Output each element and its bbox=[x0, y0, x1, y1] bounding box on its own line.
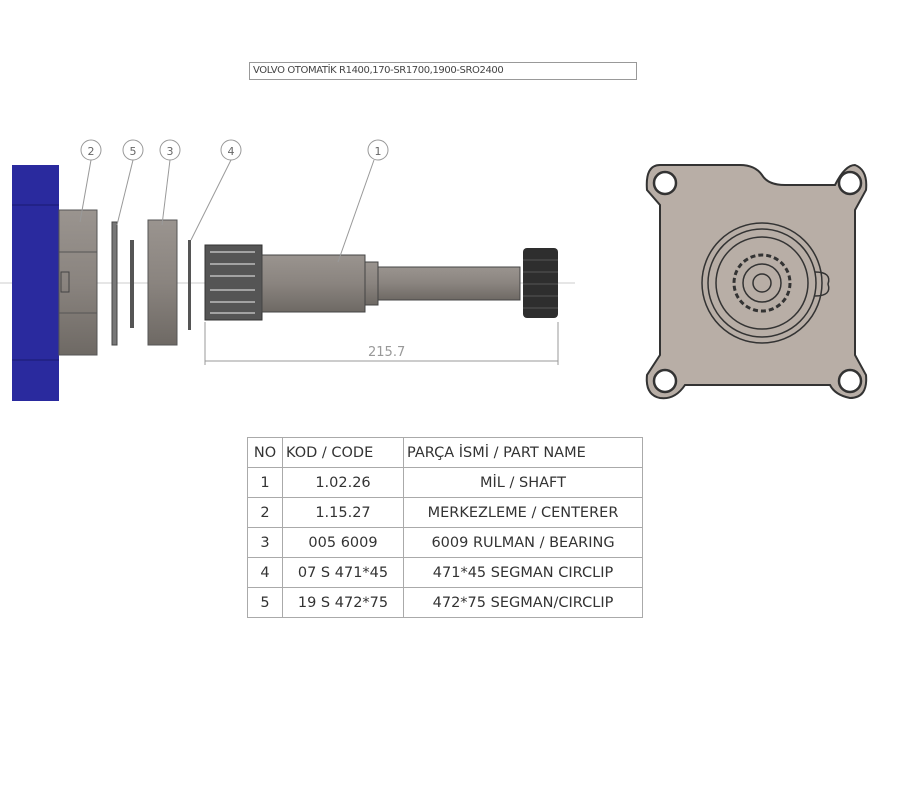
balloon-5: 5 bbox=[122, 139, 144, 161]
end-view-plate bbox=[645, 163, 868, 400]
part-2-centerer bbox=[58, 209, 98, 356]
header-no: NO bbox=[247, 437, 283, 468]
svg-text:3: 3 bbox=[167, 145, 174, 158]
balloon-3: 3 bbox=[159, 139, 181, 161]
table-header-row: NO KOD / CODE PARÇA İSMİ / PART NAME bbox=[247, 437, 643, 468]
cell-no: 5 bbox=[247, 587, 283, 618]
part-1-shaft bbox=[204, 244, 558, 321]
flange-blue bbox=[12, 165, 59, 401]
cell-code: 005 6009 bbox=[282, 527, 404, 558]
cell-part-name: 472*75 SEGMAN/CIRCLIP bbox=[403, 587, 643, 618]
cell-no: 2 bbox=[247, 497, 283, 528]
svg-text:5: 5 bbox=[130, 145, 137, 158]
part-5-circlip bbox=[111, 221, 118, 346]
cell-code: 1.02.26 bbox=[282, 467, 404, 498]
part-4-circlip bbox=[188, 240, 191, 330]
cell-part-name: MİL / SHAFT bbox=[403, 467, 643, 498]
cell-part-name: 471*45 SEGMAN CIRCLIP bbox=[403, 557, 643, 588]
ring bbox=[130, 240, 134, 328]
svg-text:2: 2 bbox=[88, 145, 95, 158]
balloon-leaders bbox=[79, 159, 375, 263]
cell-no: 1 bbox=[247, 467, 283, 498]
cell-part-name: MERKEZLEME / CENTERER bbox=[403, 497, 643, 528]
technical-drawing: 215.7 2 5 3 4 1 bbox=[0, 139, 868, 401]
dimension-value: 215.7 bbox=[368, 345, 405, 360]
cell-code: 07 S 471*45 bbox=[282, 557, 404, 588]
dimension-line bbox=[204, 322, 559, 365]
cell-code: 19 S 472*75 bbox=[282, 587, 404, 618]
balloon-1: 1 bbox=[367, 139, 389, 161]
cell-no: 3 bbox=[247, 527, 283, 558]
cell-code: 1.15.27 bbox=[282, 497, 404, 528]
cell-no: 4 bbox=[247, 557, 283, 588]
svg-text:4: 4 bbox=[228, 145, 235, 158]
balloon-2: 2 bbox=[80, 139, 102, 161]
cell-part-name: 6009 RULMAN / BEARING bbox=[403, 527, 643, 558]
svg-text:1: 1 bbox=[375, 145, 382, 158]
header-code: KOD / CODE bbox=[282, 437, 404, 468]
part-3-bearing bbox=[147, 219, 178, 346]
header-part-name: PARÇA İSMİ / PART NAME bbox=[403, 437, 643, 468]
drawing-title: VOLVO OTOMATİK R1400,170-SR1700,1900-SRO… bbox=[249, 62, 637, 80]
balloon-4: 4 bbox=[220, 139, 242, 161]
